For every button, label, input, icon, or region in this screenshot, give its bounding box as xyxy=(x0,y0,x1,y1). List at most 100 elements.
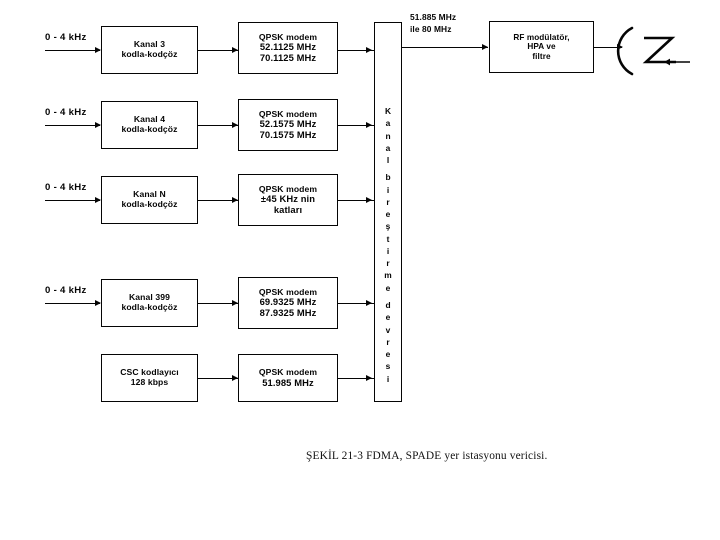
codec-box-row-2[interactable]: Kanal 4 kodla-kodçöz xyxy=(101,101,198,149)
csc-to-modem-arrow xyxy=(232,374,238,381)
modem-line2-row-2: 52.1575 MHz xyxy=(259,118,317,130)
input-arrow-row-3 xyxy=(95,196,101,203)
modem-to-combiner-wire-row-3 xyxy=(338,200,374,202)
modem-line3-row-2: 70.1575 MHz xyxy=(259,128,317,140)
combiner-char-i: i xyxy=(386,184,390,195)
modem-line3-row-3: katları xyxy=(273,203,303,215)
combiner-char-e4: e xyxy=(385,349,391,360)
modem-line3-row-4: 87.9325 MHz xyxy=(259,306,317,318)
input-wire-row-3 xyxy=(45,200,100,202)
input-arrow-row-2 xyxy=(95,121,101,128)
input-wire-row-2 xyxy=(45,125,100,127)
modem-line1-row-1: QPSK modem xyxy=(258,31,318,42)
codec-line1-row-1: Kanal 3 xyxy=(133,39,166,50)
codec-line1-row-2: Kanal 4 xyxy=(133,114,166,125)
parabolic-antenna-icon xyxy=(616,26,690,76)
combiner-char-a1: a xyxy=(385,118,391,129)
codec-to-modem-arrow-row-4 xyxy=(232,299,238,306)
input-label-row-2: 0 - 4 kHz xyxy=(45,107,87,118)
modem-to-combiner-arrow-row-4 xyxy=(366,299,372,306)
modem-box-row-1[interactable]: QPSK modem 52.1125 MHz 70.1125 MHz xyxy=(238,22,338,74)
figure-caption: ŞEKİL 21-3 FDMA, SPADE yer istasyonu ver… xyxy=(306,450,548,462)
combiner-char-i2: i xyxy=(386,245,390,256)
codec-to-modem-arrow-row-3 xyxy=(232,196,238,203)
csc-line2: 128 kbps xyxy=(130,377,169,387)
combiner-to-rf-wire xyxy=(402,47,488,49)
modem-to-combiner-arrow-row-3 xyxy=(366,196,372,203)
modem-to-combiner-wire-row-1 xyxy=(338,50,374,52)
rf-to-antenna-wire xyxy=(594,47,622,49)
input-label-row-3: 0 - 4 kHz xyxy=(45,182,87,193)
combiner-char-s: ş xyxy=(385,221,391,232)
codec-to-modem-arrow-row-2 xyxy=(232,121,238,128)
channel-combiner-box[interactable] xyxy=(374,22,402,402)
modem-to-combiner-wire-row-5 xyxy=(338,378,374,380)
modem-line1-row-2: QPSK modem xyxy=(258,108,318,119)
rf-line2: HPA ve xyxy=(527,42,556,52)
combiner-char-r3: r xyxy=(386,336,390,347)
combiner-char-s2: s xyxy=(385,361,391,372)
codec-box-row-4[interactable]: Kanal 399 kodla-kodçöz xyxy=(101,279,198,327)
codec-line2-row-1: kodla-kodçöz xyxy=(121,49,178,59)
combiner-char-i3: i xyxy=(386,373,390,384)
csc-encoder-box[interactable]: CSC kodlayıcı 128 kbps xyxy=(101,354,198,402)
combiner-char-e3: e xyxy=(385,312,391,323)
codec-box-row-1[interactable]: Kanal 3 kodla-kodçöz xyxy=(101,26,198,74)
rf-modulator-box[interactable]: RF modülatör, HPA ve filtre xyxy=(489,21,594,73)
combiner-char-v: v xyxy=(385,324,391,335)
modem-line3-row-1: 70.1125 MHz xyxy=(259,51,317,63)
rf-line3: filtre xyxy=(532,51,551,61)
modem-line1-row-3: QPSK modem xyxy=(258,183,318,194)
modem-box-row-4[interactable]: QPSK modem 69.9325 MHz 87.9325 MHz xyxy=(238,277,338,329)
channel-combiner-label: K a n a l b i r e ş t i r m e d e v r e … xyxy=(380,105,396,385)
combiner-char-r2: r xyxy=(386,258,390,269)
rf-to-antenna-arrow xyxy=(617,43,623,50)
codec-line1-row-3: Kanal N xyxy=(133,189,166,200)
modem-line2-row-3: ±45 KHz nin xyxy=(260,193,316,205)
combiner-char-m: m xyxy=(384,270,392,281)
combiner-char-e: e xyxy=(385,209,391,220)
codec-to-modem-wire-row-3 xyxy=(198,200,238,202)
input-wire-row-1 xyxy=(45,50,100,52)
rf-line1: RF modülatör, xyxy=(513,33,570,43)
input-arrow-row-4 xyxy=(95,299,101,306)
combiner-char-b: b xyxy=(385,172,391,183)
codec-to-modem-wire-row-1 xyxy=(198,50,238,52)
combiner-char-a2: a xyxy=(385,142,391,153)
modem-line2-row-4: 69.9325 MHz xyxy=(259,296,317,308)
combiner-char-e2: e xyxy=(385,282,391,293)
codec-to-modem-wire-row-4 xyxy=(198,303,238,305)
input-wire-row-4 xyxy=(45,303,100,305)
codec-line2-row-2: kodla-kodçöz xyxy=(121,124,178,134)
modem-line1-row-5: QPSK modem xyxy=(258,366,318,377)
combiner-char-l: l xyxy=(386,155,390,166)
codec-line2-row-4: kodla-kodçöz xyxy=(121,302,178,312)
combiner-char-k: K xyxy=(384,106,392,116)
codec-to-modem-arrow-row-1 xyxy=(232,46,238,53)
modem-line2-row-5: 51.985 MHz xyxy=(262,376,314,388)
combiner-to-rf-arrow xyxy=(482,43,488,50)
combiner-char-t: t xyxy=(386,233,390,244)
modem-box-row-3[interactable]: QPSK modem ±45 KHz nin katları xyxy=(238,174,338,226)
codec-line1-row-4: Kanal 399 xyxy=(128,292,171,303)
modem-to-combiner-wire-row-2 xyxy=(338,125,374,127)
modem-to-combiner-arrow-row-1 xyxy=(366,46,372,53)
modem-to-combiner-wire-row-4 xyxy=(338,303,374,305)
output-freq-line1: 51.885 MHz xyxy=(410,12,457,22)
modem-box-row-2[interactable]: QPSK modem 52.1575 MHz 70.1575 MHz xyxy=(238,99,338,151)
modem-line2-row-1: 52.1125 MHz xyxy=(259,41,317,53)
modem-to-combiner-arrow-row-5 xyxy=(366,374,372,381)
modem-box-row-5[interactable]: QPSK modem 51.985 MHz xyxy=(238,354,338,402)
output-freq-line2: ile 80 MHz xyxy=(410,24,452,34)
csc-to-modem-wire xyxy=(198,378,238,380)
codec-box-row-3[interactable]: Kanal N kodla-kodçöz xyxy=(101,176,198,224)
input-arrow-row-1 xyxy=(95,46,101,53)
combiner-char-r: r xyxy=(386,196,390,207)
csc-line1: CSC kodlayıcı xyxy=(120,367,179,378)
modem-to-combiner-arrow-row-2 xyxy=(366,121,372,128)
codec-to-modem-wire-row-2 xyxy=(198,125,238,127)
input-label-row-1: 0 - 4 kHz xyxy=(45,32,87,43)
combiner-char-n: n xyxy=(385,130,391,141)
combiner-char-d: d xyxy=(385,299,391,310)
